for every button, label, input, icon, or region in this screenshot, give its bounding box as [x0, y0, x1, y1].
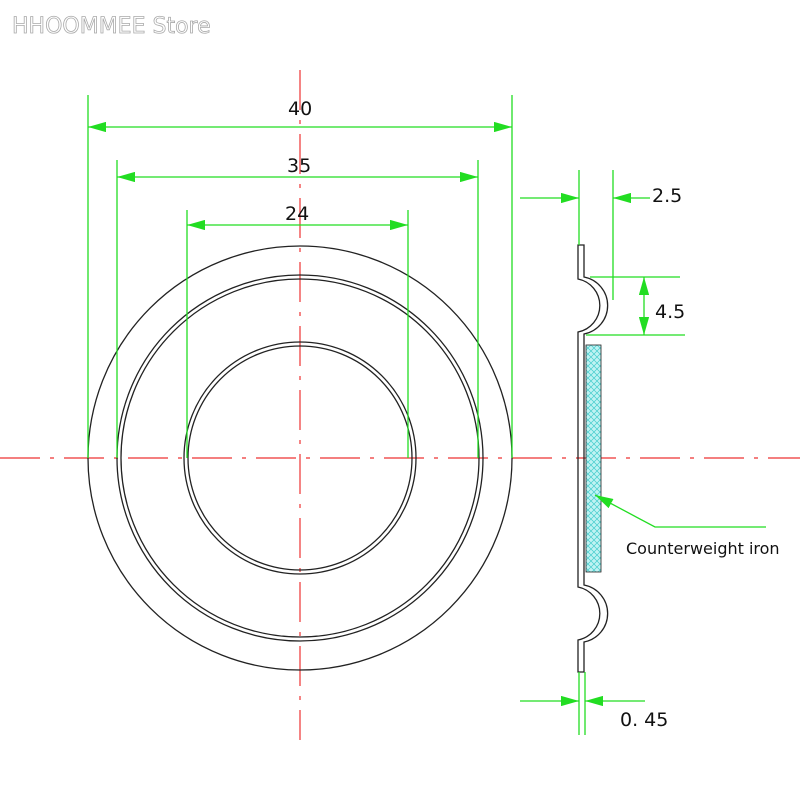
dim-2-5: 2.5 — [652, 185, 682, 207]
extension-lines — [87, 95, 513, 458]
inner-circle-outer — [183, 341, 417, 575]
callout-counterweight: Counterweight iron — [626, 539, 780, 558]
dim-40: 40 — [288, 98, 312, 120]
side-extension-lines — [578, 170, 685, 735]
counterweight-iron — [585, 344, 602, 573]
dim-35: 35 — [287, 155, 311, 177]
dim-4-5: 4.5 — [655, 301, 685, 323]
callout-leader — [594, 494, 766, 528]
dim-24: 24 — [285, 203, 309, 225]
side-profile — [577, 244, 609, 673]
inner-circle-inner — [187, 345, 413, 571]
dim-thickness: 0. 45 — [620, 709, 668, 731]
watermark: HHOOMMEE Store — [12, 14, 211, 39]
middle-circle-inner — [120, 278, 480, 638]
